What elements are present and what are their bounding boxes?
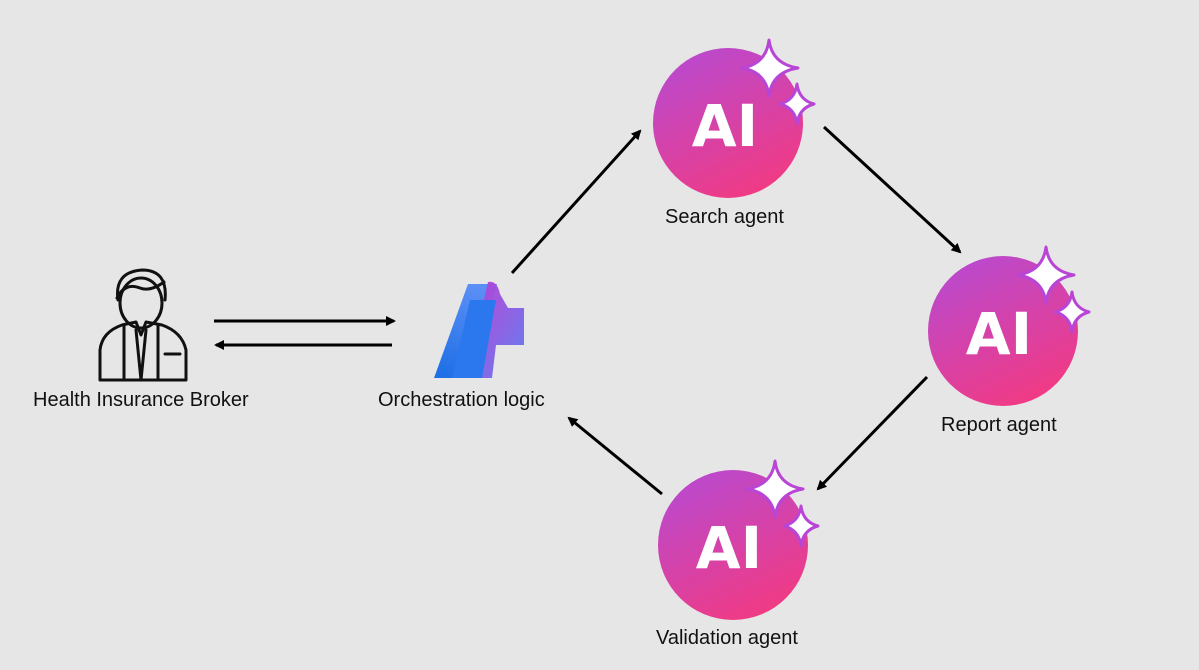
report-agent-badge: AI	[966, 300, 1032, 368]
search-agent-icon: AI	[653, 38, 816, 198]
validation-agent-badge: AI	[696, 514, 762, 582]
orchestration-label: Orchestration logic	[378, 389, 545, 411]
arrow-report-to-validation	[816, 375, 929, 491]
search-agent-label: Search agent	[665, 206, 784, 228]
sparkle-icon	[1016, 245, 1076, 305]
broker-label: Health Insurance Broker	[33, 389, 249, 411]
orchestration-logo-icon	[434, 281, 524, 378]
validation-agent-label: Validation agent	[656, 627, 798, 649]
arrow-validation-to-orchestration	[567, 416, 663, 496]
arrow-orchestration-to-search	[510, 129, 642, 275]
search-agent-badge: AI	[692, 92, 758, 160]
sparkle-icon	[745, 459, 805, 519]
sparkle-icon	[778, 82, 816, 126]
arrow-search-to-report	[822, 125, 962, 254]
sparkle-icon	[1053, 290, 1091, 334]
report-agent-icon: AI	[928, 245, 1091, 406]
validation-agent-icon: AI	[658, 459, 820, 620]
sparkle-icon	[740, 38, 800, 98]
person-with-tie-icon	[98, 268, 188, 382]
sparkle-icon	[782, 504, 820, 548]
report-agent-label: Report agent	[941, 414, 1057, 436]
